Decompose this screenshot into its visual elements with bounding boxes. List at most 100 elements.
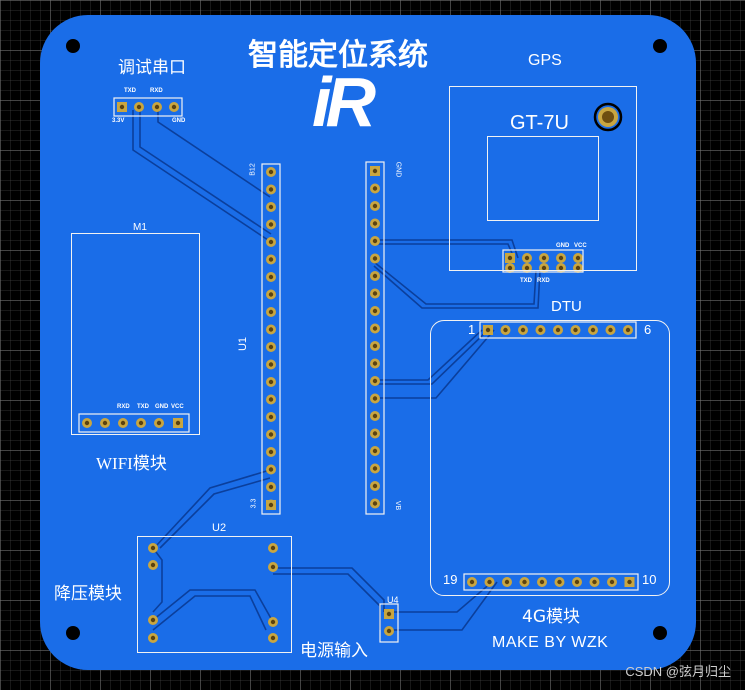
pad-hole: [372, 238, 378, 244]
m1-header-outline: [78, 413, 190, 433]
right-header-top-label: GND: [394, 161, 402, 178]
dtu-top-header-outline: [479, 321, 637, 339]
pad-hole: [487, 579, 492, 585]
trace: [390, 581, 498, 631]
u4-header-outline: [379, 603, 399, 643]
pad-hole: [270, 545, 276, 551]
power-input-caption: 电源输入: [300, 641, 368, 661]
pad-hole: [608, 327, 613, 333]
dtu-pin6-label: 6: [644, 322, 652, 337]
pad-hole: [154, 104, 160, 110]
pad-hole: [573, 327, 578, 333]
pad-hole: [268, 432, 274, 437]
pad-hole: [625, 327, 631, 333]
dtu-pin1-label: 1: [468, 322, 476, 337]
gps-label: GPS: [528, 52, 562, 69]
pad-hole: [372, 221, 378, 226]
pad-hole: [372, 378, 378, 384]
trace: [132, 110, 269, 241]
pad-hole: [268, 222, 274, 227]
trace: [157, 110, 271, 198]
pad-hole: [524, 265, 530, 271]
gps-outline: [449, 86, 637, 271]
right-header-outline: [365, 161, 385, 515]
trace: [139, 110, 272, 235]
right-header-bottom-label: VB: [394, 500, 402, 511]
pad-hole: [372, 291, 378, 296]
dtu-pin10-label: 10: [642, 572, 657, 587]
pad-hole: [524, 255, 530, 261]
pad-hole: [592, 579, 597, 585]
mounting-holes: [66, 39, 667, 640]
debug-header-outline: [113, 97, 183, 117]
trace: [159, 477, 271, 549]
pad-hole: [175, 420, 181, 426]
pad-hole: [372, 466, 378, 471]
gps-antenna-hole: [602, 111, 614, 123]
trace: [390, 581, 493, 613]
pad-hole: [102, 420, 108, 426]
u1-header-outline: [261, 163, 281, 515]
pad-hole: [150, 545, 156, 551]
pad-hole: [270, 564, 276, 570]
trace: [374, 329, 483, 381]
pad-hole: [150, 635, 156, 641]
gps-header-outline: [502, 249, 584, 273]
pad-hole: [372, 186, 378, 191]
u2-outline: [137, 536, 292, 653]
pad-hole: [372, 396, 378, 401]
pad-hole: [268, 502, 274, 508]
trace: [273, 567, 385, 612]
pad-hole: [270, 635, 276, 641]
pad-hole: [268, 309, 274, 315]
gps-txd-label: TXD: [520, 278, 532, 284]
dtu-outline: [430, 320, 670, 596]
trace: [373, 265, 541, 309]
m1-gnd-label: GND: [155, 404, 169, 410]
wifi-module-caption: WIFI模块: [96, 454, 167, 473]
pad-hole: [372, 501, 378, 506]
pad-hole: [507, 255, 513, 261]
gps-gnd-label: GND: [556, 243, 570, 249]
pad-hole: [150, 562, 156, 568]
pad-hole: [372, 326, 378, 331]
dtu-bottom-header-outline: [463, 573, 639, 591]
pad-hole: [503, 327, 508, 333]
debug-label: 调试串口: [118, 58, 186, 78]
pad-hole: [372, 413, 378, 419]
pad-hole: [386, 628, 392, 634]
pad-hole: [575, 255, 581, 261]
pad-hole: [84, 420, 90, 426]
pad-hole: [136, 104, 142, 110]
pad-hole: [574, 579, 580, 585]
trace: [155, 469, 271, 547]
trace: [152, 589, 274, 623]
csdn-watermark: CSDN @弦月归尘: [625, 664, 731, 679]
page-title: 智能定位系统: [248, 38, 428, 73]
mounting-hole: [66, 39, 80, 53]
pad-hole: [372, 168, 378, 174]
pad-hole: [268, 414, 274, 420]
pad-hole: [520, 327, 526, 333]
pad-hole: [558, 255, 564, 261]
mounting-hole: [66, 626, 80, 640]
debug-3v3-label: 3.3V: [112, 118, 125, 124]
mounting-hole: [653, 39, 667, 53]
trace: [152, 547, 163, 613]
pad-hole: [609, 579, 615, 585]
pad-hole: [558, 265, 564, 271]
u1-label: U1: [237, 336, 250, 352]
pad-hole: [268, 484, 274, 490]
m1-vcc-label: VCC: [171, 404, 184, 410]
pad-hole: [268, 239, 274, 245]
pad-hole: [485, 327, 491, 333]
pad-hole: [557, 579, 562, 585]
traces: [132, 110, 541, 631]
u4-label: U4: [387, 595, 399, 605]
pad-hole: [539, 579, 545, 585]
debug-txd-label: TXD: [124, 88, 136, 94]
pad-hole: [171, 104, 177, 110]
gps-chip-label: GT-7U: [510, 112, 569, 134]
pad-hole: [469, 579, 475, 585]
